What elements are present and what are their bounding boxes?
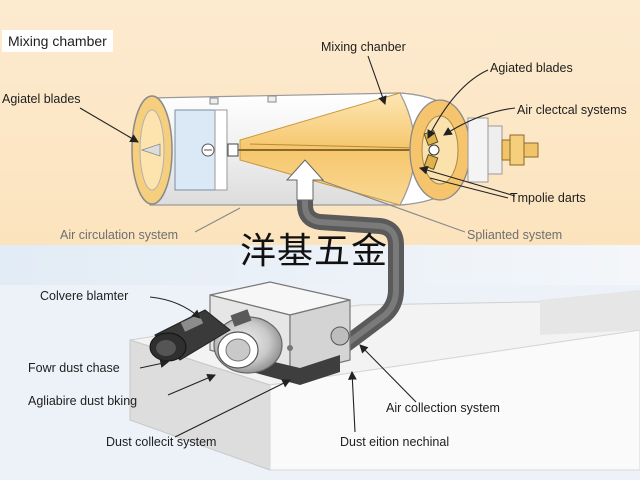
label-dust-collect-system: Dust collecit system xyxy=(106,435,217,449)
dust-collector-machine xyxy=(149,281,351,385)
watermark: 洋基五金 xyxy=(240,231,389,272)
brass-nozzle xyxy=(501,134,539,166)
blue-inner-drum xyxy=(174,109,216,191)
leader-arrows xyxy=(79,55,516,438)
label-four-dust-chase: Fowr dust chase xyxy=(28,361,120,375)
label-agitated-blades-left: Agiatel blades xyxy=(2,92,81,106)
label-covered-blaster: Colvere blamter xyxy=(40,289,129,303)
mixing-chamber-assembly xyxy=(131,92,539,206)
label-splinted-system: Splianted system xyxy=(467,228,563,242)
airflow-arrow xyxy=(285,159,325,201)
label-agitable-dust-blowing: Agliabire dust bking xyxy=(28,394,138,408)
label-tripple-darts: Tmpolie darts xyxy=(510,191,586,205)
label-air-electrical-system: Air clectcal systems xyxy=(517,103,627,117)
label-agitated-blades-right: Agiated blades xyxy=(490,61,573,75)
label-air-collection-system: Air collection system xyxy=(386,401,500,415)
label-dust-edition-mechanical: Dust eition nechinal xyxy=(340,435,450,449)
label-mixing-chamber: Mixing chanber xyxy=(321,40,406,54)
diagram-title: Mixing chamber xyxy=(2,30,113,52)
label-air-circulation-system: Air circulation system xyxy=(60,228,179,242)
